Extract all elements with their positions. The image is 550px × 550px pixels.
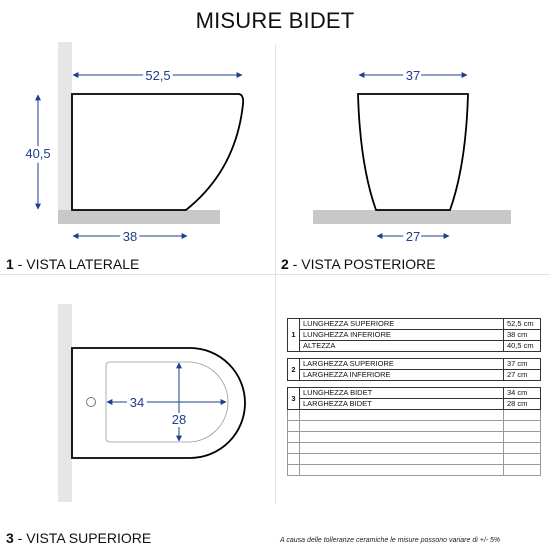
row-value: 40,5 cm (503, 340, 541, 352)
group-number: 2 (287, 358, 300, 381)
side-view: 52,5 40,5 38 (22, 42, 245, 247)
row-label: LUNGHEZZA BIDET (299, 387, 504, 399)
row-label: LUNGHEZZA SUPERIORE (299, 318, 504, 330)
side-bottom-width-label: 38 (123, 229, 137, 244)
table-row: LARGHEZZA INFERIORE 27 cm (288, 369, 541, 381)
rear-floor (313, 210, 511, 224)
table-row: LUNGHEZZA INFERIORE 38 cm (288, 329, 541, 341)
row-value: 34 cm (503, 387, 541, 399)
table-spacer (287, 380, 541, 388)
empty-row (287, 442, 541, 454)
table-row: 3 LUNGHEZZA BIDET 34 cm (287, 387, 541, 410)
rear-bottom-width-label: 27 (406, 229, 420, 244)
top-bidet-outline (71, 347, 246, 459)
row-value: 52,5 cm (503, 318, 541, 330)
table-spacer (287, 351, 541, 359)
row-label: LUNGHEZZA INFERIORE (299, 329, 504, 341)
row-value: 37 cm (503, 358, 541, 370)
top-width-label: 28 (172, 412, 186, 427)
caption-side-view: 1 - VISTA LATERALE (6, 256, 140, 272)
row-label: LARGHEZZA SUPERIORE (299, 358, 504, 370)
table-row: ALTEZZA 40,5 cm (288, 340, 541, 352)
table-row: 2 LARGHEZZA SUPERIORE 37 cm (287, 358, 541, 381)
row-value: 38 cm (503, 329, 541, 341)
tap-hole (86, 397, 96, 407)
row-label: LARGHEZZA BIDET (299, 398, 504, 410)
row-label: ALTEZZA (299, 340, 504, 352)
top-bowl-outline (105, 361, 229, 443)
rear-top-width-label: 37 (406, 68, 420, 83)
measurements-table: 1 LUNGHEZZA SUPERIORE 52,5 cm LUNGHEZZA … (287, 318, 541, 476)
side-bidet-outline (71, 93, 245, 211)
tolerance-note: A causa delle tolleranze ceramiche le mi… (280, 537, 501, 544)
row-value: 27 cm (503, 369, 541, 381)
row-value: 28 cm (503, 398, 541, 410)
top-view: 34 28 (58, 304, 246, 502)
top-wall (58, 304, 72, 502)
row-label: LARGHEZZA INFERIORE (299, 369, 504, 381)
horizontal-divider (0, 274, 550, 275)
top-length-label: 34 (130, 395, 144, 410)
table-row: LARGHEZZA BIDET 28 cm (288, 398, 541, 410)
caption-top-view: 3 - VISTA SUPERIORE (6, 530, 152, 546)
group-number: 3 (287, 387, 300, 410)
caption-rear-view: 2 - VISTA POSTERIORE (281, 256, 436, 272)
side-wall (58, 42, 72, 220)
empty-row (287, 431, 541, 443)
side-top-width-label: 52,5 (145, 68, 170, 83)
empty-row (287, 464, 541, 476)
empty-row (287, 409, 541, 421)
side-floor (58, 210, 220, 224)
rear-bidet-outline (357, 93, 469, 211)
table-row: 1 LUNGHEZZA SUPERIORE 52,5 cm (287, 318, 541, 352)
side-height-label: 40,5 (25, 146, 50, 161)
empty-row (287, 420, 541, 432)
page-title: MISURE BIDET (195, 8, 355, 33)
group-number: 1 (287, 318, 300, 352)
empty-row (287, 453, 541, 465)
rear-view: 37 27 (313, 65, 511, 247)
